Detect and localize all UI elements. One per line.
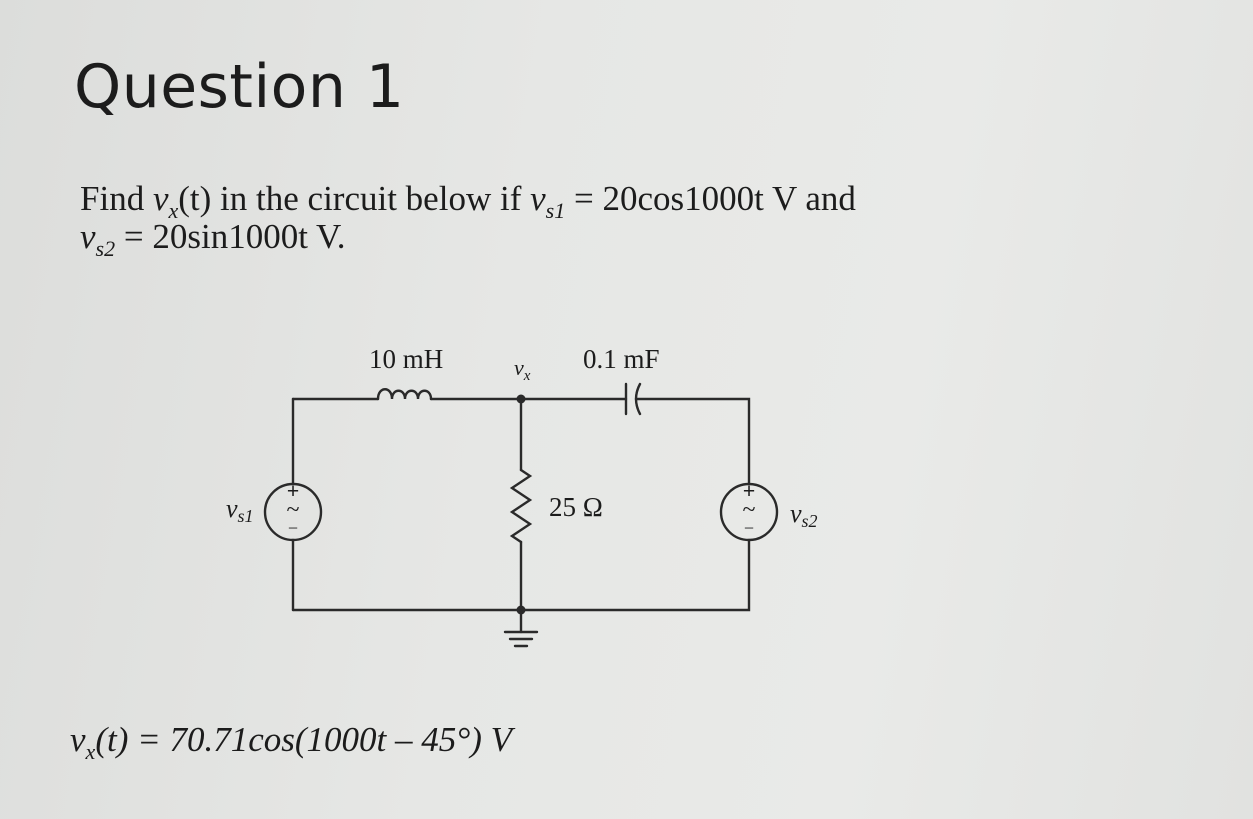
answer-var: v xyxy=(70,720,86,759)
question-title: Question 1 xyxy=(74,52,405,122)
problem-mid-text: (t) in the circuit below if xyxy=(178,179,531,218)
source-left-label: vs1 xyxy=(226,494,254,526)
source-right-plus: + xyxy=(743,478,756,503)
source-right-ac-icon: ~ xyxy=(743,497,756,523)
resistor-label: 25 Ω xyxy=(549,492,603,522)
source-right-circle xyxy=(719,482,779,542)
answer-text: vx(t) = 70.71cos(1000t – 45°) V xyxy=(70,720,513,763)
problem-prefix-text: Find xyxy=(80,179,153,218)
node-vx-sub: x xyxy=(523,368,531,384)
node-vx-label: vx xyxy=(514,355,531,384)
problem-line-2: vs2 = 20sin1000t V. xyxy=(80,217,856,260)
resistor-zigzag xyxy=(509,468,533,544)
source-right-var: v xyxy=(790,499,802,528)
vs2-subscript: s2 xyxy=(95,236,116,261)
vx-variable: v xyxy=(152,179,169,218)
wire-top-right xyxy=(634,397,751,486)
source-right-label: vs2 xyxy=(790,499,818,531)
junction-node-bottom xyxy=(516,605,526,615)
wire-right-bottom xyxy=(291,538,751,612)
vs2-expression: = 20sin1000t V. xyxy=(115,217,346,256)
source-left-circle xyxy=(263,482,323,542)
vs1-variable: v xyxy=(530,179,546,218)
source-left-var: v xyxy=(226,494,238,523)
source-left-minus: − xyxy=(288,518,298,538)
problem-statement: Find vx(t) in the circuit below if vs1 =… xyxy=(80,179,856,260)
capacitor-label: 0.1 mF xyxy=(583,344,660,374)
inductor-coil xyxy=(376,388,433,401)
source-left-plus: + xyxy=(287,478,300,503)
vx-subscript: x xyxy=(168,198,179,223)
node-vx-var: v xyxy=(514,355,524,380)
source-left-sub: s1 xyxy=(238,506,254,526)
answer-sub: x xyxy=(85,739,96,764)
vs1-expression: = 20cos1000t V and xyxy=(565,179,856,218)
answer-expression: (t) = 70.71cos(1000t – 45°) V xyxy=(95,720,513,759)
inductor-label: 10 mH xyxy=(369,344,443,374)
vs2-variable: v xyxy=(80,217,96,256)
problem-line-1: Find vx(t) in the circuit below if vs1 =… xyxy=(80,179,856,222)
vs1-subscript: s1 xyxy=(545,198,566,223)
source-right-minus: − xyxy=(744,518,754,538)
junction-node-vx xyxy=(516,394,526,404)
source-left-ac-icon: ~ xyxy=(287,497,300,523)
source-right-sub: s2 xyxy=(802,511,818,531)
